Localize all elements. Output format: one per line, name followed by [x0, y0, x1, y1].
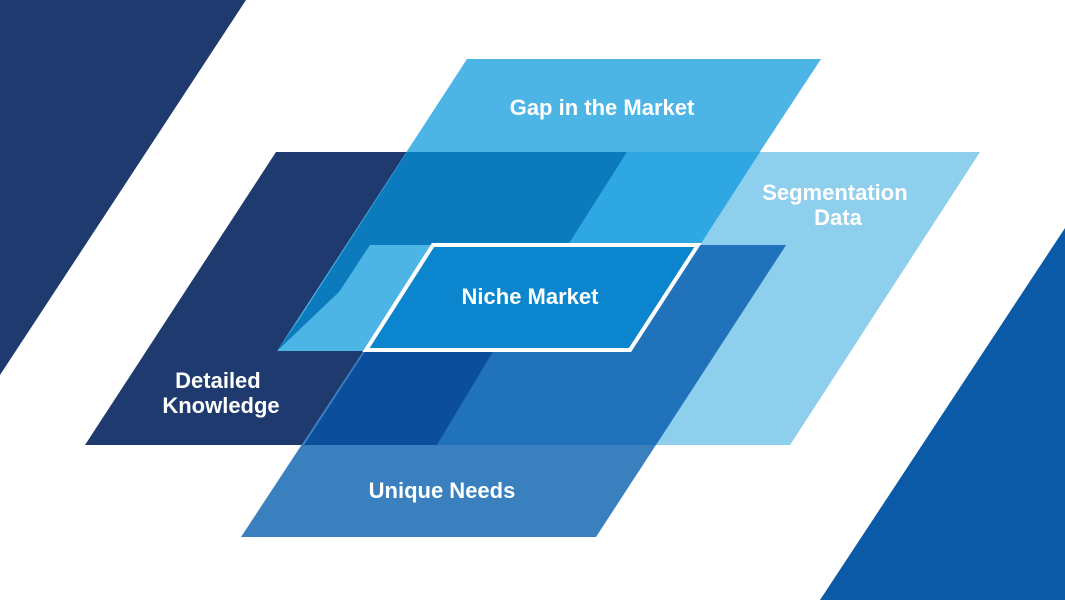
label-needs: Unique Needs — [369, 478, 516, 503]
decor-stripe-top-left — [0, 0, 246, 375]
label-niche-market: Niche Market — [462, 284, 600, 309]
label-segmentation: Segmentation Data — [762, 180, 914, 230]
label-knowledge-line-2: Knowledge — [162, 393, 279, 418]
label-segmentation-line-2: Data — [814, 205, 862, 230]
label-knowledge-line-1: Detailed — [175, 368, 261, 393]
overlap-gap-knowledge — [277, 152, 627, 351]
label-gap-line-1: Gap in the Market — [510, 95, 695, 120]
label-gap: Gap in the Market — [510, 95, 695, 120]
overlap-knowledge-needs — [304, 350, 494, 445]
label-needs-line-1: Unique Needs — [369, 478, 516, 503]
label-knowledge: Detailed Knowledge — [162, 368, 279, 418]
niche-market-center — [362, 243, 702, 352]
label-segmentation-line-1: Segmentation — [762, 180, 907, 205]
overlap-needs-segmentation — [437, 245, 786, 445]
decor-stripe-bottom-right — [820, 228, 1065, 600]
overlap-gap-segmentation — [568, 152, 760, 245]
